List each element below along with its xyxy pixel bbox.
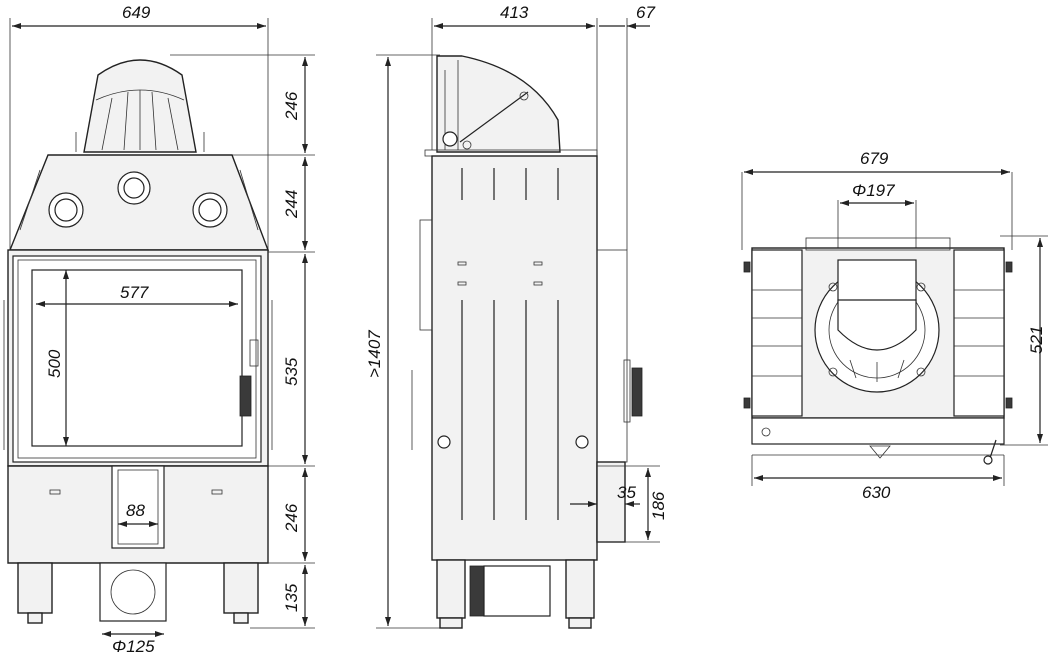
top-front-plate: [751, 417, 1005, 445]
side-bottom-duct: [469, 565, 485, 617]
top-depth-label: 521: [1027, 326, 1046, 354]
flue-diameter-label: Φ125: [112, 637, 155, 656]
front-leg-right: [223, 562, 259, 614]
front-leg-left: [17, 562, 53, 614]
dim-h-door: 535: [282, 357, 301, 386]
dim-h-top: 246: [282, 91, 301, 121]
front-air-duct: [111, 465, 165, 549]
top-inner-width-label: 630: [862, 483, 891, 502]
duct-width-label: 88: [126, 501, 145, 520]
top-view: 679 Φ197 521 630: [741, 149, 1048, 502]
side-body: [431, 155, 598, 561]
front-flue-spigot: [99, 562, 167, 622]
dim-h-base: 246: [282, 503, 301, 533]
side-vent-slots: [457, 168, 559, 520]
side-total-height-label: >1407: [365, 330, 384, 378]
side-offset-label: 67: [636, 3, 655, 22]
top-flue-diameter-label: Φ197: [852, 181, 895, 200]
dim-h-legs: 135: [282, 583, 301, 612]
side-view: 413 67 >1407: [365, 3, 668, 629]
front-width-label: 649: [122, 3, 151, 22]
front-view: 649 577 500 88: [3, 3, 315, 656]
side-intake-height-label: 186: [649, 491, 668, 520]
top-outer-width-label: 679: [860, 149, 889, 168]
side-depth-label: 413: [500, 3, 529, 22]
glass-width-label: 577: [120, 283, 149, 302]
dim-h-hood: 244: [282, 190, 301, 219]
side-handle: [631, 367, 643, 417]
glass-height-label: 500: [45, 349, 64, 378]
front-handle: [239, 375, 252, 417]
side-intake-width-label: 35: [617, 483, 636, 502]
side-collector: [436, 55, 561, 153]
